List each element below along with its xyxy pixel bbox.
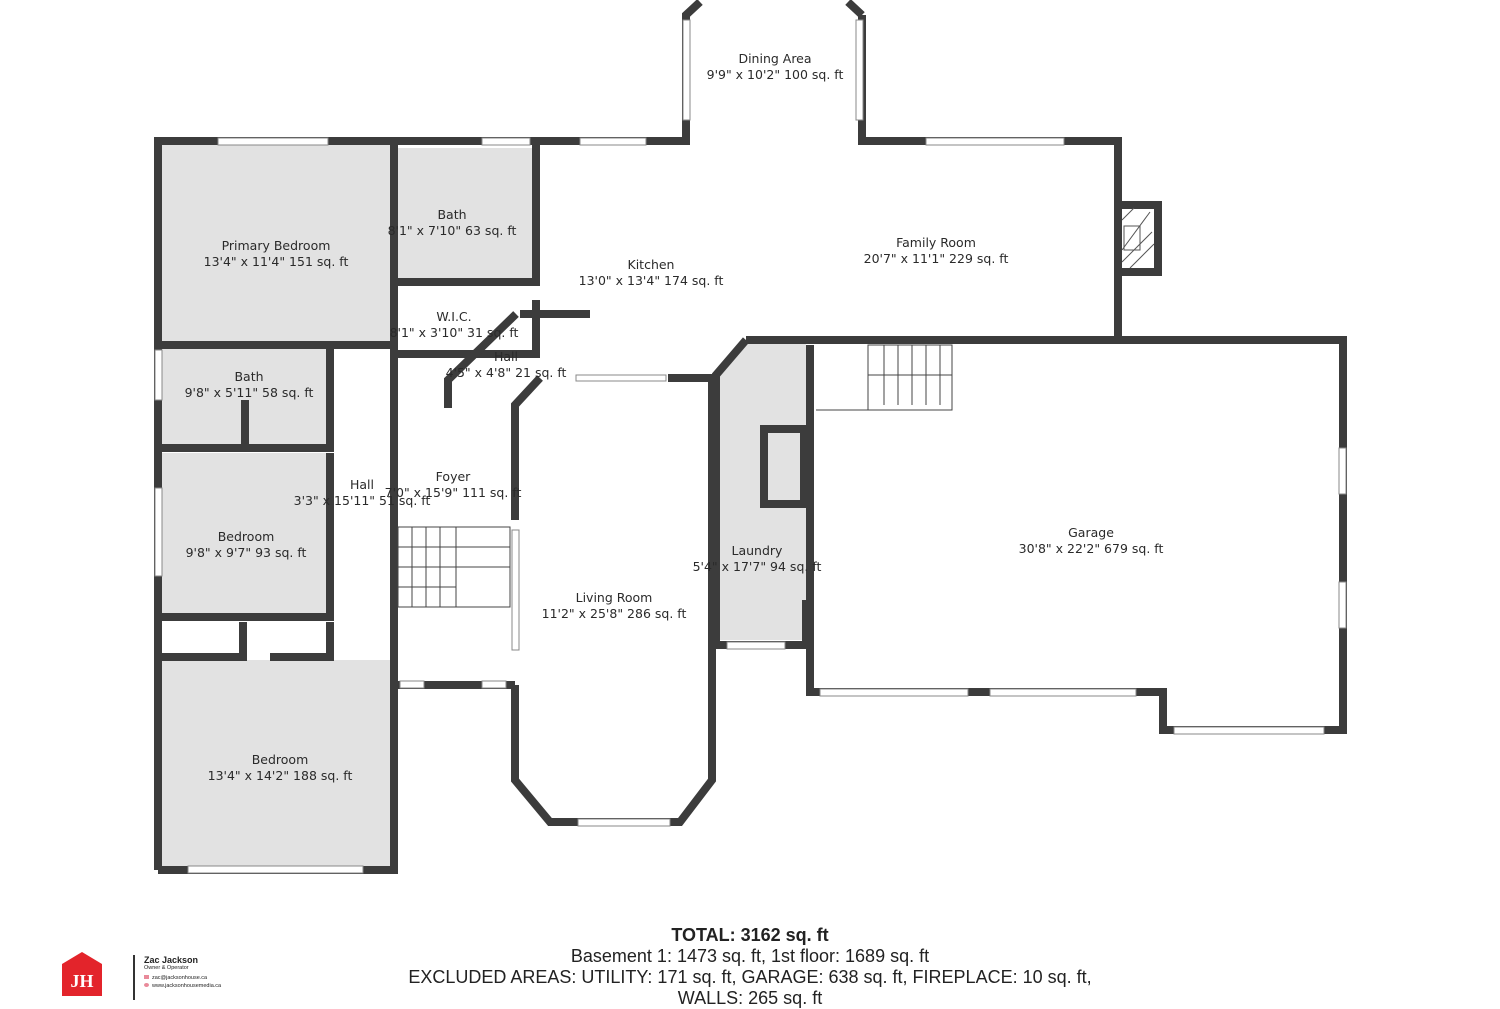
room-name: Foyer bbox=[435, 469, 471, 484]
windows bbox=[154, 19, 1347, 874]
room-name: Bedroom bbox=[251, 752, 309, 767]
room-name: Garage bbox=[1068, 525, 1114, 540]
room-dims: 13'4" x 14'2" 188 sq. ft bbox=[207, 768, 353, 783]
room-name: Bath bbox=[437, 207, 467, 222]
area-totals: TOTAL: 3162 sq. ft Basement 1: 1473 sq. … bbox=[0, 925, 1500, 1009]
brand-name: Zac Jackson bbox=[144, 955, 199, 965]
room-name: Hall bbox=[349, 477, 375, 492]
brand-logo: JH bbox=[62, 952, 102, 1000]
room-name: Hall bbox=[493, 349, 519, 364]
room-name: Bath bbox=[234, 369, 264, 384]
room-dims: 3'3" x 15'11" 51 sq. ft bbox=[293, 493, 431, 508]
room-dims: 4'5" x 4'8" 21 sq. ft bbox=[445, 365, 567, 380]
room-dims: 9'8" x 5'11" 58 sq. ft bbox=[184, 385, 314, 400]
brand-email[interactable]: zac@jacksonhouse.ca bbox=[144, 975, 221, 981]
room-dims: 8'1" x 7'10" 63 sq. ft bbox=[387, 223, 517, 238]
bedroom-large-floor bbox=[162, 660, 392, 866]
brand-contact: Zac Jackson Owner & Operator zac@jackson… bbox=[133, 955, 221, 1000]
walls-area: WALLS: 265 sq. ft bbox=[677, 988, 823, 1008]
room-dims: 8'1" x 3'10" 31 sq. ft bbox=[389, 325, 519, 340]
room-dims: 9'8" x 9'7" 93 sq. ft bbox=[185, 545, 307, 560]
email-icon bbox=[144, 975, 149, 979]
room-name: Family Room bbox=[896, 235, 976, 250]
brand-role: Owner & Operator bbox=[144, 965, 189, 971]
shaded-rooms bbox=[162, 145, 806, 866]
house-logo-icon: JH bbox=[62, 952, 102, 996]
room-dims: 13'0" x 13'4" 174 sq. ft bbox=[578, 273, 724, 288]
room-dims: 9'9" x 10'2" 100 sq. ft bbox=[706, 67, 844, 82]
room-dims: 11'2" x 25'8" 286 sq. ft bbox=[541, 606, 687, 621]
room-dims: 30'8" x 22'2" 679 sq. ft bbox=[1018, 541, 1164, 556]
room-dims: 13'4" x 11'4" 151 sq. ft bbox=[203, 254, 349, 269]
room-name: Primary Bedroom bbox=[221, 238, 331, 253]
floor-areas: Basement 1: 1473 sq. ft, 1st floor: 1689… bbox=[570, 946, 930, 966]
brand-website[interactable]: www.jacksonhousemedia.ca bbox=[144, 983, 221, 989]
total-area: TOTAL: 3162 sq. ft bbox=[671, 925, 829, 945]
room-name: Dining Area bbox=[738, 51, 812, 66]
stairs bbox=[397, 344, 953, 608]
bedroom-floor bbox=[162, 453, 328, 616]
fireplace bbox=[1121, 207, 1155, 269]
primary-bedroom-floor bbox=[162, 145, 390, 341]
room-name: Kitchen bbox=[627, 257, 675, 272]
globe-icon bbox=[144, 983, 149, 987]
bath-upper-floor bbox=[398, 148, 534, 279]
room-label-wic: W.I.C.8'1" x 3'10" 31 sq. ft bbox=[390, 309, 519, 341]
room-name: W.I.C. bbox=[436, 309, 472, 324]
website-text: www.jacksonhousemedia.ca bbox=[152, 983, 222, 989]
room-dims: 7'0" x 15'9" 111 sq. ft bbox=[384, 485, 522, 500]
email-text: zac@jacksonhouse.ca bbox=[152, 975, 208, 981]
excluded-areas: EXCLUDED AREAS: UTILITY: 171 sq. ft, GAR… bbox=[408, 967, 1092, 987]
room-name: Laundry bbox=[731, 543, 783, 558]
svg-text:JH: JH bbox=[70, 971, 93, 991]
room-dims: 5'4" x 17'7" 94 sq. ft bbox=[692, 559, 822, 574]
room-dims: 20'7" x 11'1" 229 sq. ft bbox=[863, 251, 1009, 266]
room-name: Living Room bbox=[575, 590, 653, 605]
room-name: Bedroom bbox=[217, 529, 275, 544]
